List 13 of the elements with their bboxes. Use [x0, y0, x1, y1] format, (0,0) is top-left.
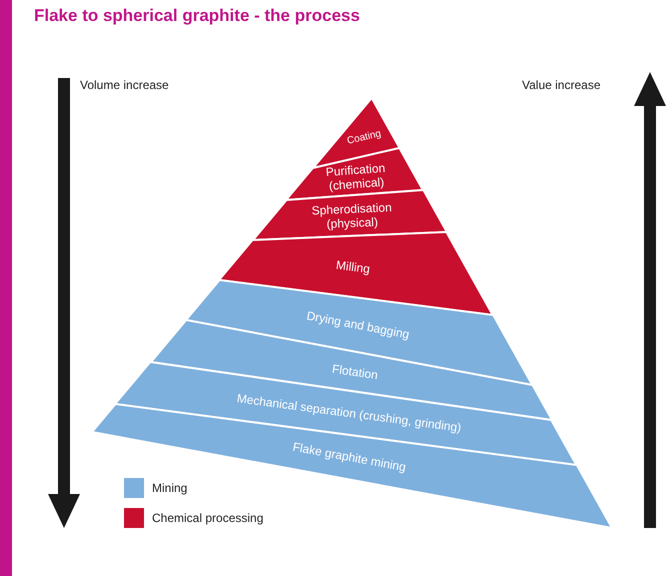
legend-label: Mining	[152, 481, 188, 495]
band-label: Drying and bagging	[305, 308, 410, 342]
band-label: Purification (chemical)	[324, 159, 386, 194]
band-label: Mechanical separation (crushing, grinding)	[236, 391, 462, 434]
axis-label: Volume increase	[80, 78, 169, 92]
legend-label: Chemical processing	[152, 511, 264, 525]
title: Flake to spherical graphite - the process	[34, 6, 360, 26]
band-label: Spherodisation (physical)	[310, 199, 394, 232]
band-label: Flake graphite mining	[291, 440, 407, 475]
band-label: Coating	[346, 127, 383, 149]
band-label: Milling	[335, 258, 371, 276]
axis-label: Value increase	[522, 78, 600, 92]
band-label: Flotation	[331, 362, 379, 382]
